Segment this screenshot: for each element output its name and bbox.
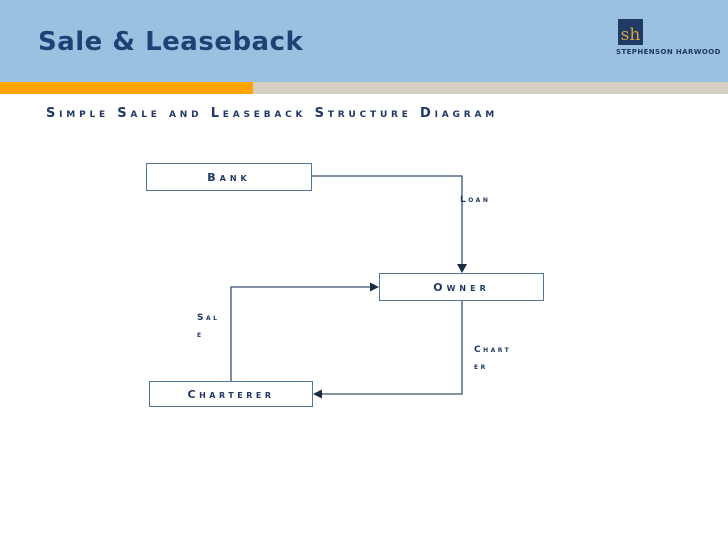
node-charterer: Charterer (149, 381, 313, 407)
edge-label-loan: Loan (460, 195, 491, 205)
accent-bar-beige (253, 82, 728, 94)
sale-arrowhead-icon (370, 282, 379, 292)
node-owner: Owner (379, 273, 544, 301)
edge-label-charter: Chart er (474, 342, 511, 376)
logo-company-name: STEPHENSON HARWOOD (616, 48, 721, 56)
accent-band (0, 82, 728, 94)
edge-label-charter-line2: er (474, 362, 488, 372)
edge-label-charter-line1: Chart (474, 345, 512, 355)
diagram-title: Simple Sale and Leaseback Structure Diag… (46, 106, 499, 121)
edge-label-sale-line2: e (197, 330, 204, 340)
page-title: Sale & Leaseback (38, 27, 304, 57)
edge-label-sale-line1: Sal (197, 313, 220, 323)
edge-label-sale: Sal e (197, 310, 219, 344)
accent-bar-orange (0, 82, 253, 94)
slide-header: Sale & Leaseback sh STEPHENSON HARWOOD (0, 0, 728, 82)
charter-arrowhead-icon (313, 389, 322, 399)
charter-connector (320, 301, 463, 395)
sale-connector (230, 286, 372, 381)
sh-monogram-icon: sh (618, 19, 643, 45)
loan-arrowhead-icon (457, 264, 467, 273)
node-bank: Bank (146, 163, 312, 191)
loan-connector (312, 175, 463, 268)
